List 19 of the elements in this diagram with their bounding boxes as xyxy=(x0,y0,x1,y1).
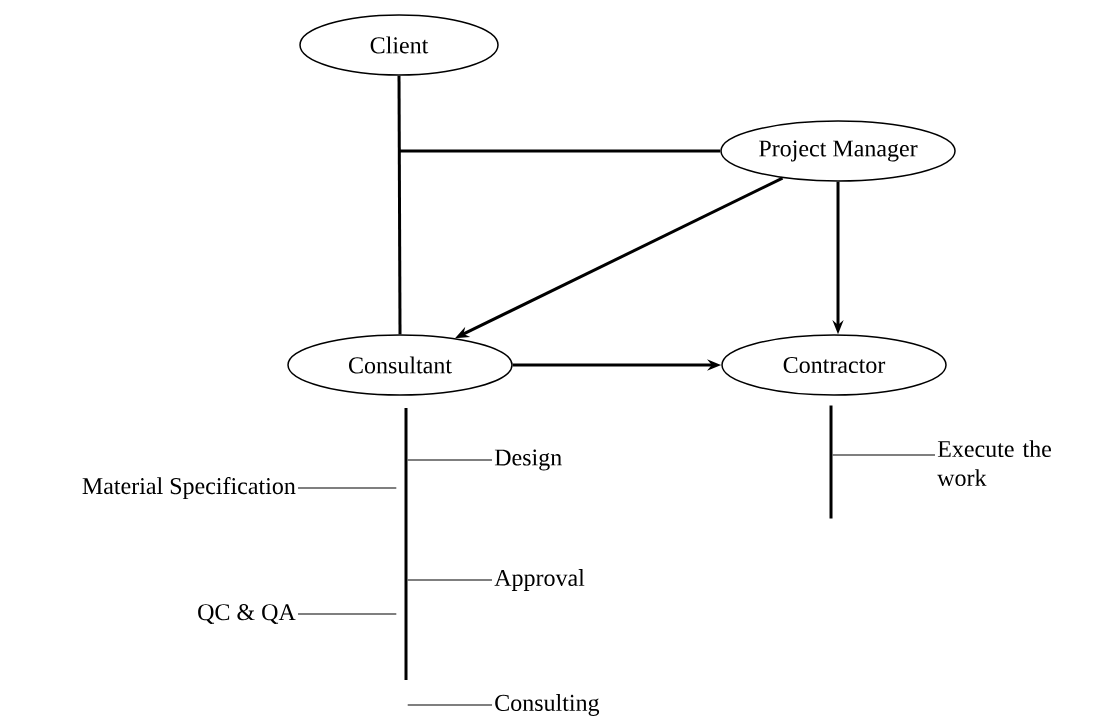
leader-line xyxy=(407,704,493,706)
ellipse-node: Contractor xyxy=(721,334,947,396)
connector-line xyxy=(397,75,402,335)
connector-line xyxy=(399,149,721,153)
label-text: QC & QA xyxy=(198,604,296,624)
ellipse-node: Consultant xyxy=(287,334,513,396)
label-text: Design xyxy=(494,449,562,471)
leader-line xyxy=(407,459,493,461)
ellipse-node: Project Manager xyxy=(720,120,956,182)
leader-line xyxy=(297,487,397,489)
label-text: Consulting xyxy=(495,694,600,716)
ellipse-node: Client xyxy=(299,14,499,76)
leader-line xyxy=(297,613,397,615)
vertical-line xyxy=(404,408,408,680)
vertical-line xyxy=(829,405,833,519)
leader-line xyxy=(407,579,493,581)
label-text: Material Specification xyxy=(82,477,296,499)
label-text: Approval xyxy=(494,569,585,591)
label-text: Execute the work xyxy=(937,440,1051,487)
